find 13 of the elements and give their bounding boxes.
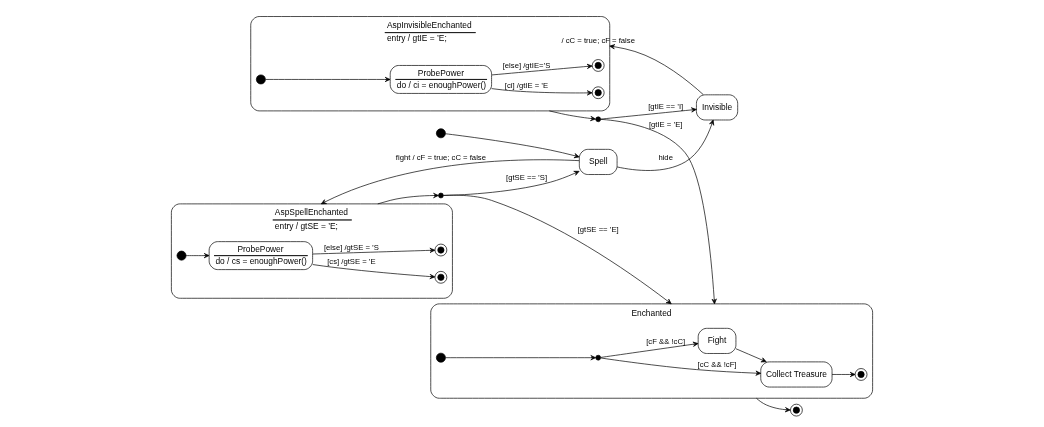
edge-label: [gtSE == ’E] [577,224,619,234]
edge-label: [gtSE == ’S] [506,172,548,182]
edge-label: [gtIE == ’I] [648,101,684,111]
edge-label: fight / cF = true; cC = false [395,152,486,162]
edge-label: [ci] /gtIE = ’E [504,80,549,90]
edge-label: [cs] /gtSE = ’E [327,256,376,266]
edge-label: / cC = true; cF = false [561,35,635,45]
edge-label: [cF && !cC] [646,336,686,346]
edge-label: [gtIE = ’E] [648,119,683,129]
edge-label: [else] /gtIE=’S [502,61,551,71]
edge-label: hide [658,152,673,162]
edge-label: [else] /gtSE = ’S [323,242,379,252]
edge-label: [cC && !cF] [697,360,737,370]
